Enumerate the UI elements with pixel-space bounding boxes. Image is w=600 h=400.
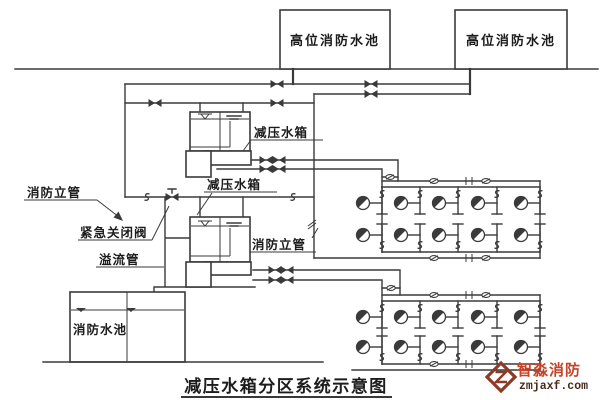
standpipe-left-label: 消防立管 (27, 185, 81, 200)
check-valve-icon (429, 255, 439, 261)
check-valve-icon (386, 285, 396, 291)
gate-valve-icon (268, 266, 282, 274)
gate-valve-icon (272, 156, 286, 164)
check-valve-icon (385, 174, 395, 180)
gate-valve-icon (268, 276, 282, 284)
check-valve-icon (481, 255, 491, 261)
check-valve-icon (481, 178, 491, 184)
gate-valve-icon (272, 165, 286, 173)
diagram-title: 减压水箱分区系统示意图 (181, 376, 392, 398)
pipe-network (124, 67, 472, 302)
emergency-valve-label: 紧急关闭阀 (80, 225, 148, 240)
title-text: 减压水箱分区系统示意图 (184, 376, 388, 396)
overflow-pipe-label: 溢流管 (99, 252, 140, 267)
high-level-tank-right-label: 高位消防水池 (466, 33, 556, 48)
watermark-brand: 智淼消防 (517, 361, 581, 379)
hydrant-zone-upper (313, 174, 545, 262)
check-valve-icon (429, 292, 439, 298)
reducing-tank-upper (185, 111, 252, 178)
zhimiao-logo-icon (484, 360, 518, 394)
gate-valves (148, 80, 378, 284)
check-valve-icon (429, 361, 439, 367)
reduce-tank-lower-label: 减压水箱 (207, 177, 261, 192)
watermark-site: zmjaxf.com (519, 380, 588, 393)
check-valve-icon (429, 178, 439, 184)
gate-valve-icon (259, 165, 273, 173)
gate-valve-icon (270, 80, 284, 88)
gate-valve-icon (280, 266, 294, 274)
watermark: 智淼消防 zmjaxf.com (484, 360, 588, 394)
reducing-tank-lower (185, 216, 252, 288)
high-level-tank-left: 高位消防水池 (279, 9, 391, 70)
high-level-tank-left-label: 高位消防水池 (290, 33, 380, 48)
high-level-tank-right: 高位消防水池 (454, 9, 568, 70)
gate-valve-icon (280, 276, 294, 284)
gate-valve-icon (364, 90, 378, 98)
fire-pool-label: 消防水池 (73, 322, 127, 337)
emergency-shutoff-valve-icon (165, 188, 179, 201)
gate-valve-icon (270, 99, 284, 107)
gate-valve-icon (148, 99, 162, 107)
gate-valve-icon (364, 80, 378, 88)
reduce-tank-upper-label: 减压水箱 (254, 125, 308, 140)
callouts: 减压水箱 减压水箱 消防立管 紧急关闭阀 溢流管 消防立管 (24, 125, 323, 268)
fire-pool: 消防水池 (69, 291, 186, 363)
riser-break-mark (307, 219, 317, 230)
check-valve-icon (481, 292, 491, 298)
hydrant-zone-lower (351, 285, 545, 371)
leader-arrow (113, 211, 123, 221)
standpipe-right-label: 消防立管 (252, 237, 306, 252)
gate-valve-icon (259, 156, 273, 164)
